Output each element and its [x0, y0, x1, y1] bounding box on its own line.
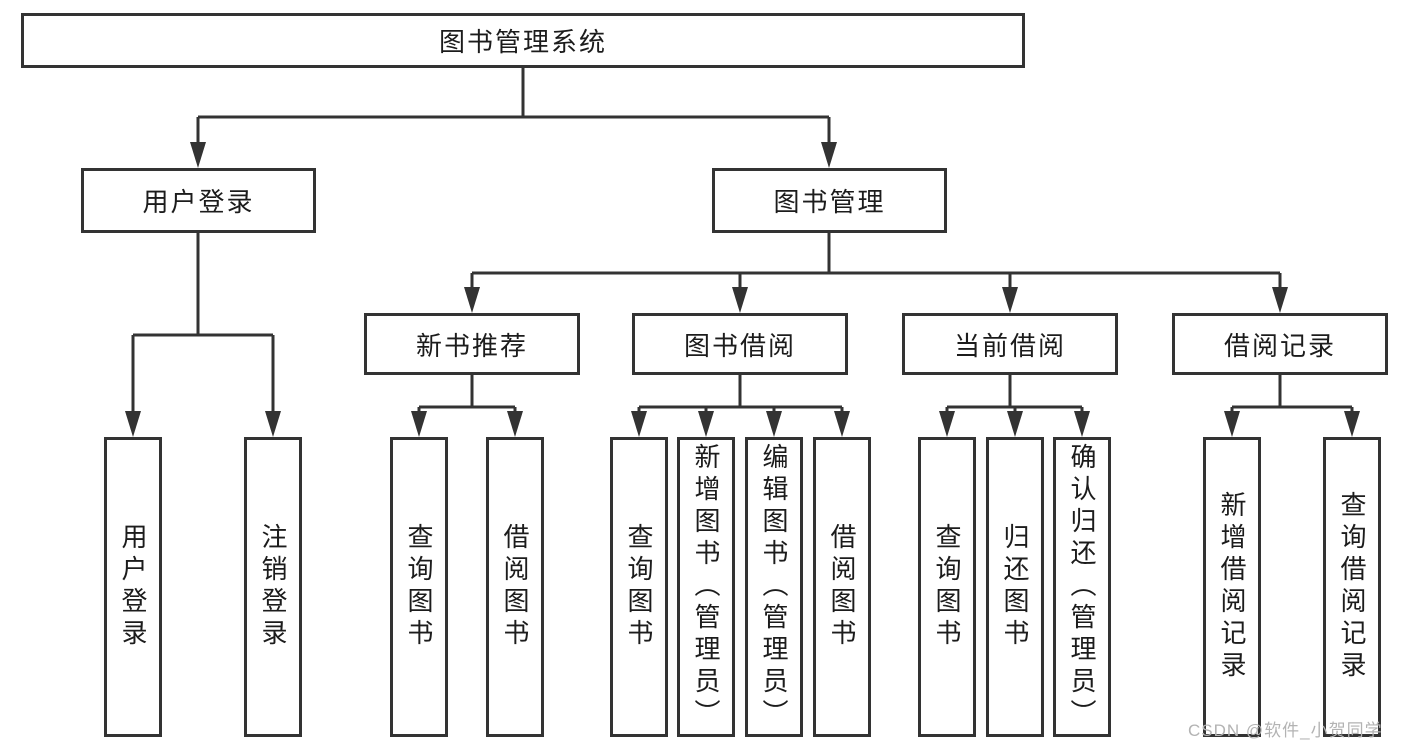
connector-new-book-branch [417, 375, 517, 412]
node-current-borrow: 当前借阅 [902, 313, 1118, 375]
arrowhead-icons-level2 [464, 287, 1288, 313]
node-new-book-recommend: 新书推荐 [364, 313, 580, 375]
leaf-query-books-borrow: 查询图书 [610, 437, 668, 737]
connector-user-login-branch [131, 232, 275, 412]
leaf-borrow-books-recommend: 借阅图书 [486, 437, 544, 737]
connector-book-borrow-branch [637, 375, 844, 412]
node-book-borrow: 图书借阅 [632, 313, 848, 375]
node-borrow-records: 借阅记录 [1172, 313, 1388, 375]
leaf-add-borrow-record: 新增借阅记录 [1203, 437, 1261, 737]
arrowhead-icons-leaves [125, 411, 1360, 437]
leaf-logout: 注销登录 [244, 437, 302, 737]
leaf-query-borrow-record: 查询借阅记录 [1323, 437, 1381, 737]
node-book-management: 图书管理 [712, 168, 947, 233]
leaf-add-books-admin: 新增图书（管理员） [677, 437, 735, 737]
connector-current-borrow-branch [945, 375, 1084, 412]
leaf-confirm-return-admin: 确认归还（管理员） [1053, 437, 1111, 737]
node-user-login: 用户登录 [81, 168, 316, 233]
csdn-watermark: CSDN @软件_小贺同学 [1188, 721, 1383, 740]
arrowhead-icons-level1 [190, 142, 837, 168]
connector-book-mgmt-branch [470, 232, 1282, 288]
leaf-borrow-books: 借阅图书 [813, 437, 871, 737]
connector-root-to-level1 [196, 68, 831, 143]
leaf-query-books-recommend: 查询图书 [390, 437, 448, 737]
leaf-query-books-current: 查询图书 [918, 437, 976, 737]
leaf-user-login: 用户登录 [104, 437, 162, 737]
connector-borrow-records-branch [1230, 375, 1354, 412]
node-root-system: 图书管理系统 [21, 13, 1025, 68]
leaf-return-books: 归还图书 [986, 437, 1044, 737]
leaf-edit-books-admin: 编辑图书（管理员） [745, 437, 803, 737]
